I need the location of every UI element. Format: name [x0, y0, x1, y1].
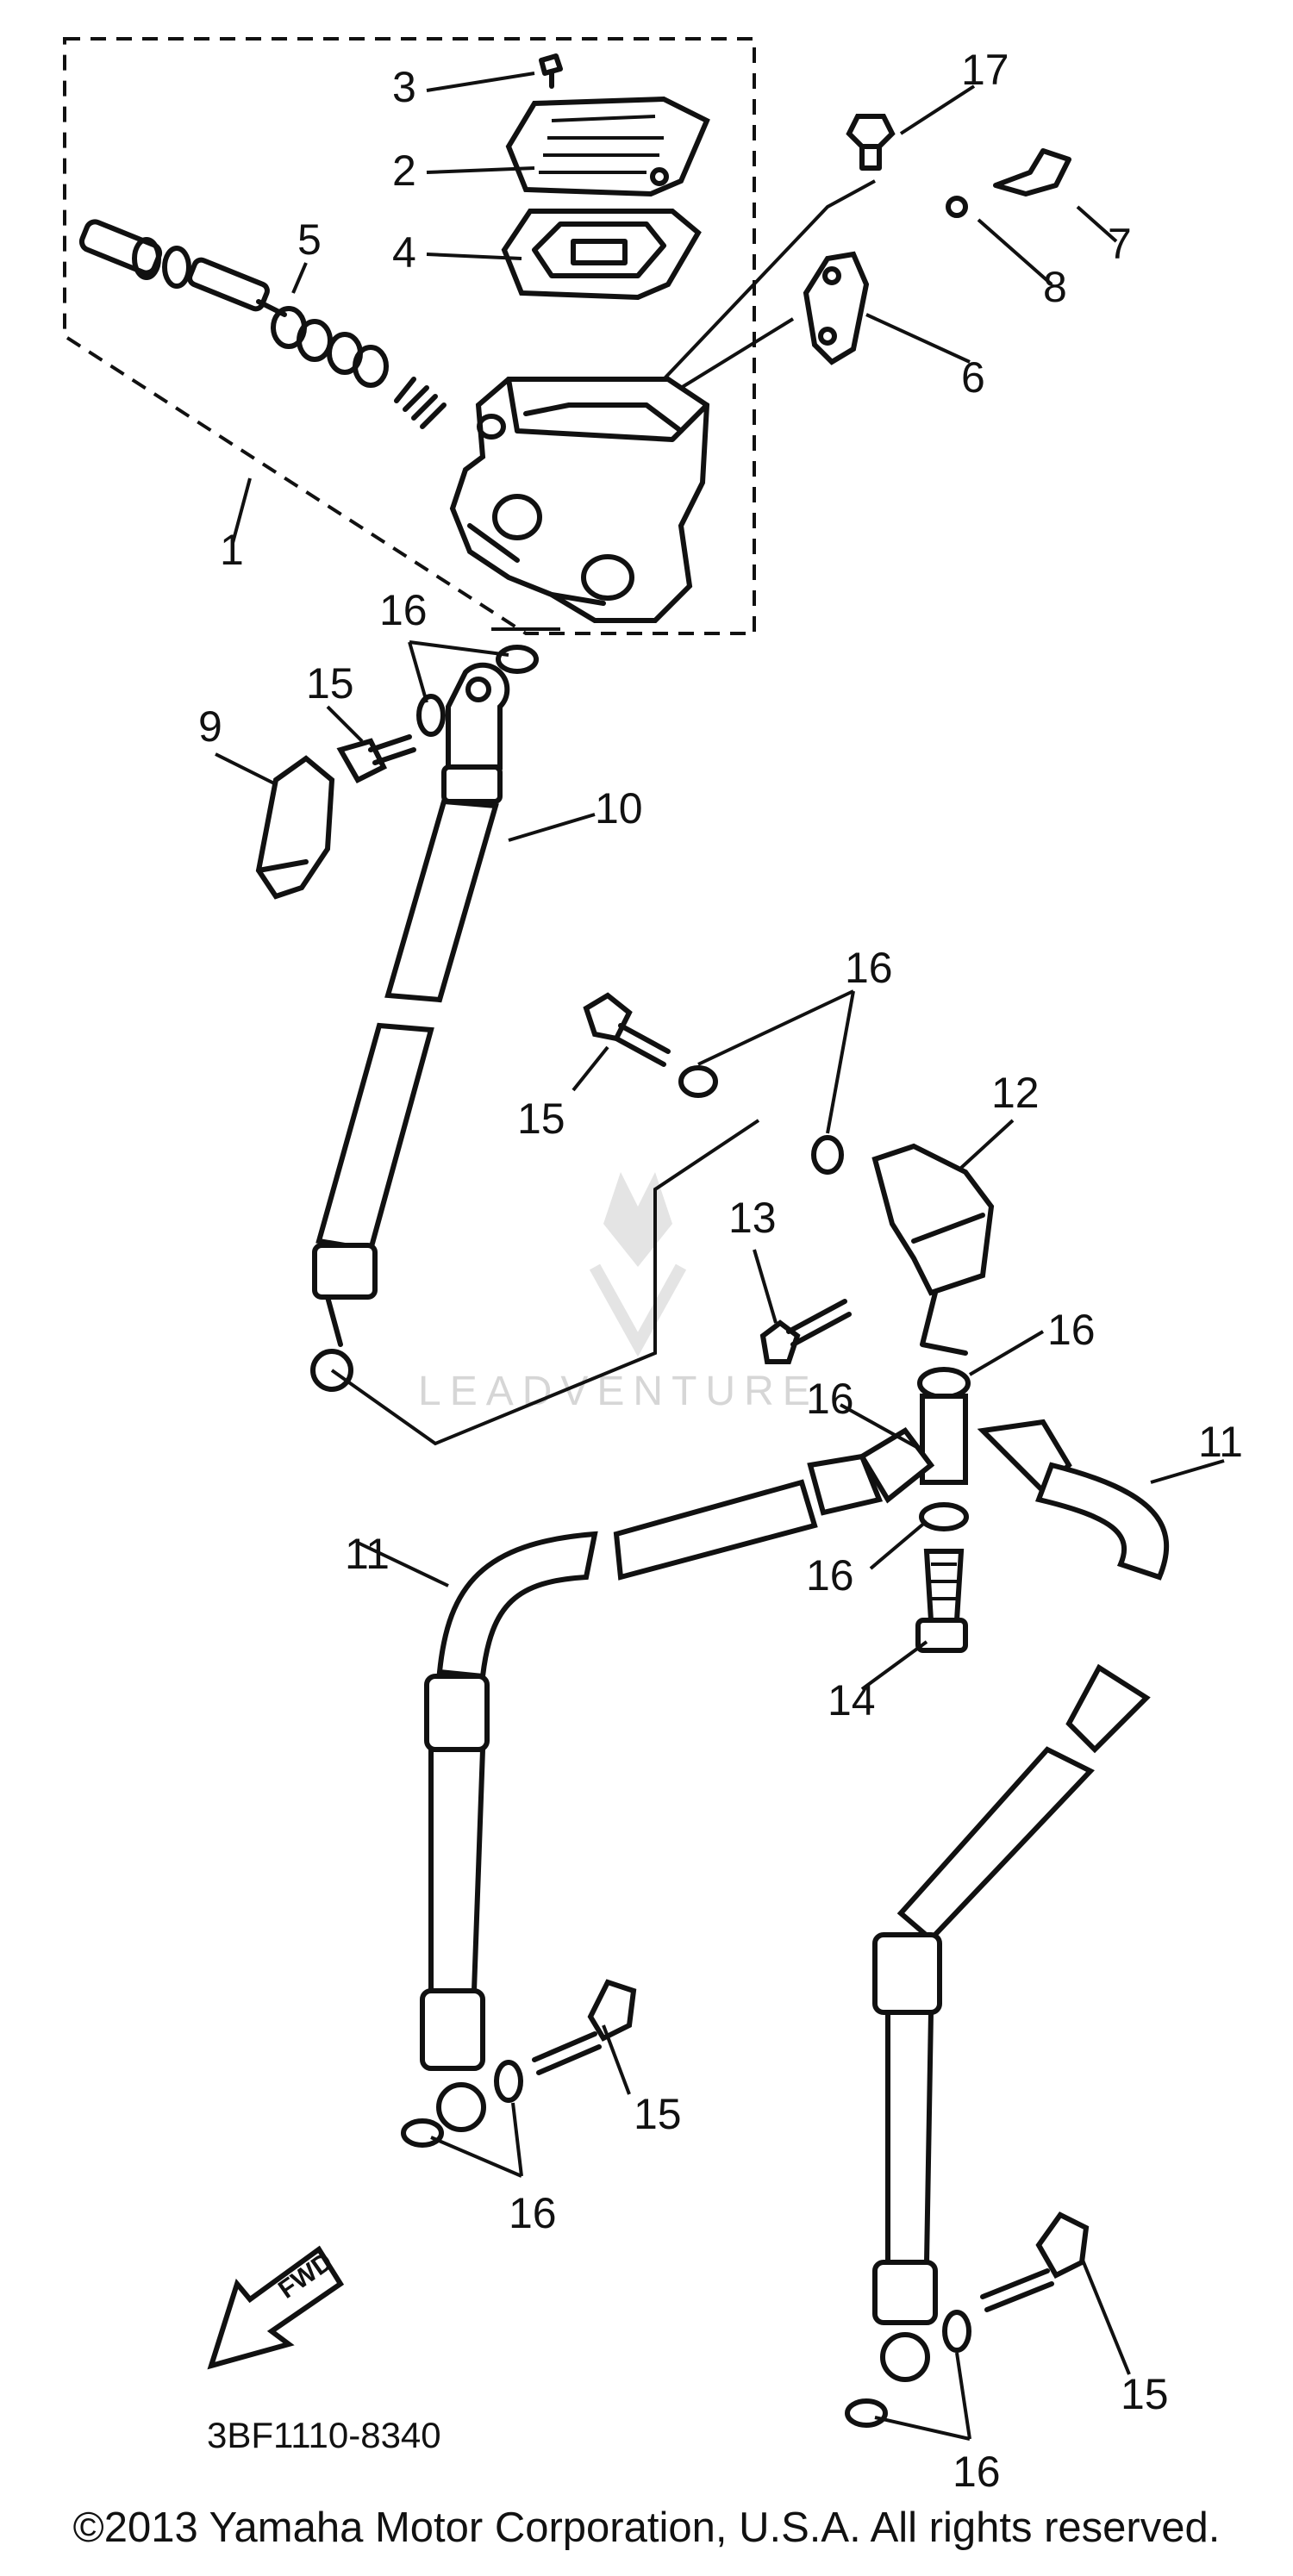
callout-6: 6 — [961, 353, 985, 402]
callout-10: 10 — [595, 784, 643, 833]
bleed-bolt — [846, 114, 896, 171]
holder-bolt — [946, 148, 1071, 218]
union-bolt-middle — [583, 992, 844, 1175]
callout-12: 12 — [991, 1069, 1040, 1117]
brake-hose-upper — [310, 662, 510, 1392]
callout-5: 5 — [297, 215, 322, 264]
callout-3: 3 — [392, 63, 416, 111]
reference-lines — [330, 179, 876, 1446]
callout-14: 14 — [828, 1676, 876, 1725]
callout-15-lower-left: 15 — [634, 2090, 682, 2138]
holder — [803, 251, 870, 365]
callout-13: 13 — [728, 1194, 777, 1242]
brake-hose-lower-left — [420, 1427, 935, 2132]
union-bolt-upper — [336, 645, 539, 783]
brake-hose-lower-right — [872, 1419, 1170, 2382]
diagram-code: 3BF1110-8340 — [207, 2415, 441, 2455]
callout-16-joint-left: 16 — [806, 1375, 854, 1423]
callout-15-lower-right: 15 — [1121, 2370, 1169, 2418]
callout-17: 17 — [961, 46, 1009, 94]
callout-16-middle: 16 — [845, 944, 893, 992]
callout-15-middle: 15 — [517, 1095, 565, 1143]
watermark-text: LEADVENTURE — [418, 1369, 819, 1414]
callout-16-lower-right: 16 — [953, 2448, 1001, 2496]
forward-direction-arrow: FWD — [207, 2245, 345, 2370]
reservoir-cap — [505, 96, 710, 197]
callout-16-lower-left: 16 — [509, 2189, 557, 2237]
callout-16-upper: 16 — [379, 586, 428, 634]
cap-screw — [539, 53, 563, 89]
callout-16-joint-top: 16 — [1047, 1306, 1096, 1354]
cover — [255, 755, 335, 900]
copyright-notice: ©2013 Yamaha Motor Corporation, U.S.A. A… — [72, 2504, 1221, 2551]
master-cylinder-body — [449, 377, 710, 623]
caliper-bolt-right — [845, 2211, 1090, 2428]
piston-kit — [78, 219, 447, 429]
joint-bolt — [759, 1299, 852, 1364]
leader-lines — [215, 72, 1225, 2441]
callout-labels: 1 2 3 4 5 6 7 8 9 10 11 11 12 13 14 15 1… — [198, 46, 1243, 2496]
callout-9: 9 — [198, 702, 222, 751]
callout-8: 8 — [1043, 263, 1067, 311]
callout-2: 2 — [392, 147, 416, 195]
callout-15-upper: 15 — [306, 659, 354, 708]
caliper-bolt-left — [401, 1979, 637, 2148]
callout-4: 4 — [392, 228, 416, 277]
callout-1: 1 — [220, 526, 244, 574]
assembly-outline — [63, 37, 756, 635]
brake-hose-joint — [871, 1143, 995, 1356]
callout-11-right: 11 — [1198, 1418, 1243, 1466]
callout-7: 7 — [1108, 220, 1132, 268]
diaphragm — [501, 209, 702, 301]
joint-washer-stack — [915, 1367, 971, 1653]
callout-11-left: 11 — [345, 1530, 390, 1578]
callout-16-joint-bottom: 16 — [806, 1551, 854, 1600]
